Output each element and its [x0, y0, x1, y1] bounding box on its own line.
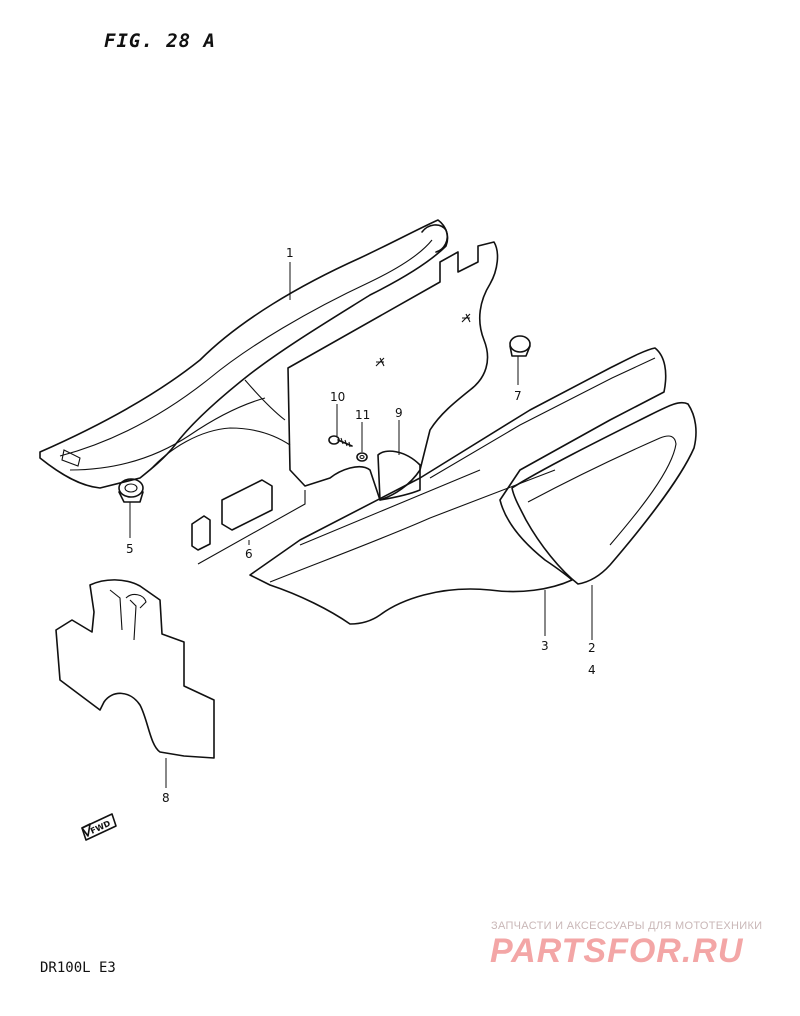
callout-2: 2: [588, 641, 596, 655]
callout-3: 3: [541, 639, 549, 653]
callout-8: 8: [162, 791, 170, 805]
part-9-inner-panel: [287, 241, 499, 501]
part-8-protector-sheet: [55, 579, 215, 759]
part-6-decals: [191, 479, 306, 565]
callout-9: 9: [395, 406, 403, 420]
callout-6: 6: [245, 547, 253, 561]
callout-11: 11: [355, 408, 370, 422]
part-7-cushion: [509, 335, 531, 357]
part-10-screw: [328, 435, 353, 448]
model-code: DR100L E3: [40, 960, 116, 976]
watermark-brand[interactable]: PARTSFOR.RU: [490, 932, 744, 970]
watermark-tagline: ЗАПЧАСТИ И АКСЕССУАРЫ ДЛЯ МОТОТЕХНИКИ: [491, 920, 763, 932]
callout-10: 10: [330, 390, 345, 404]
callout-5: 5: [126, 542, 134, 556]
part-1-rear-fender: [39, 219, 449, 489]
callout-1: 1: [286, 246, 294, 260]
leader-lines: [129, 262, 593, 788]
callout-labels: 1 2 4 3 5 6 7 8 9 10 11: [126, 246, 596, 805]
callout-4: 4: [588, 663, 596, 677]
part-11-washer: [356, 452, 368, 462]
part-3-frame-cover: [249, 347, 667, 625]
part-5-grommet: [118, 478, 144, 503]
figure-title: FIG. 28 A: [104, 30, 216, 52]
callout-7: 7: [514, 389, 522, 403]
fwd-direction-marker: FWD: [81, 813, 117, 841]
part-2-side-cover: [511, 401, 697, 585]
